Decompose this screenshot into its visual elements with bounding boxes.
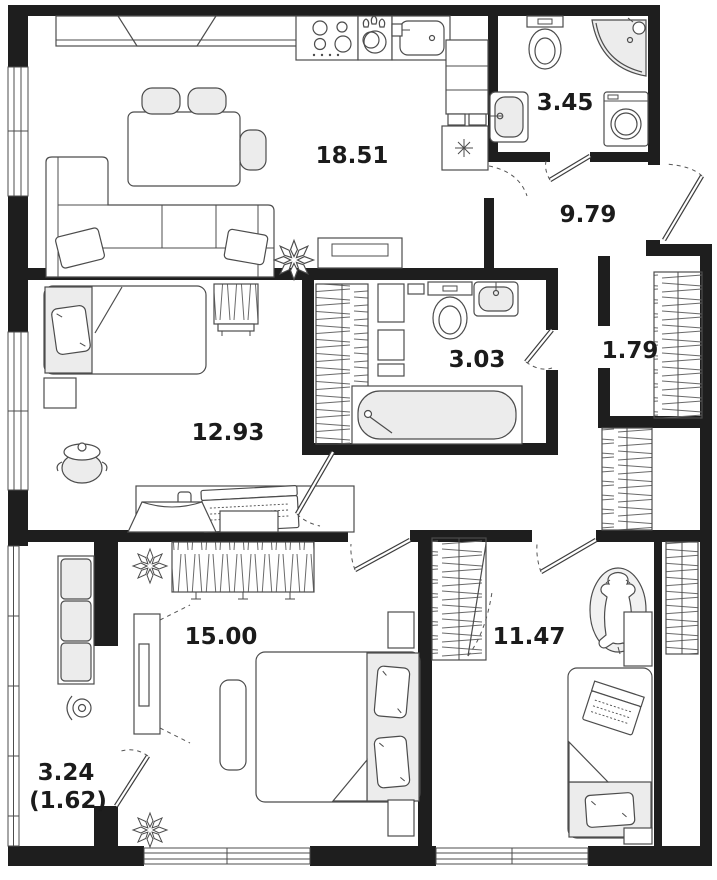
pillow-icon: [584, 792, 636, 828]
bathtub-icon: [351, 385, 523, 445]
plant-icon: [132, 548, 168, 584]
tall-cabinets: [445, 39, 489, 126]
windows: [7, 66, 589, 865]
room-label-bedroom-main: 15.00: [185, 624, 258, 650]
bench-seat-icon: [57, 555, 95, 685]
balcony: [57, 555, 95, 721]
dresser-icon: [213, 283, 259, 336]
laptop-icon: [582, 680, 645, 736]
window-bedroom-left: [7, 331, 29, 491]
kitchen-sink-icon: [391, 15, 451, 61]
room-label-balcony: 3.24: [38, 760, 95, 786]
nightstand-icon: [43, 377, 77, 409]
door-bathroom-top-icon: [545, 154, 592, 182]
wardrobe-icon: [431, 537, 493, 661]
nightstand-bottom-icon: [387, 799, 415, 837]
single-bed-icon: [43, 285, 207, 375]
toilet-icon: [526, 15, 564, 70]
room-labels: 18.51 3.45 9.79 1.79 12.93 3.03 15.00 11…: [29, 90, 658, 814]
entry-door-icon: [662, 163, 704, 242]
room-label-bedroom-left: 12.93: [192, 420, 265, 446]
clothes-rack-icon: [171, 541, 315, 600]
single-bed-icon: [567, 667, 653, 839]
room-label-kitchen-living: 18.51: [316, 143, 389, 169]
kitchen-hood-icon: [116, 15, 218, 47]
nightstand-top-icon: [387, 611, 415, 649]
bench-icon: [219, 679, 247, 771]
head-shelf-icon: [623, 611, 653, 667]
washbasin-icon: [489, 91, 529, 143]
dining-table-icon: [127, 111, 241, 187]
closet-shelving-icon: [665, 541, 699, 655]
refrigerator-icon: [441, 125, 489, 171]
tv-console-icon: [317, 237, 403, 269]
room-label-kids-room: 11.47: [493, 624, 566, 650]
room-label-bathroom-middle: 3.03: [449, 347, 506, 373]
window-living: [7, 66, 29, 197]
doors: [114, 154, 704, 808]
plant-icon: [132, 812, 168, 848]
room-label-wardrobe: 1.79: [602, 338, 659, 364]
cooktop-icon: [295, 15, 359, 61]
washing-machine-icon: [603, 91, 649, 147]
washbasin-icon: [473, 281, 519, 317]
side-table-icon: [219, 510, 279, 533]
kitchen-passage-arc: [488, 165, 528, 197]
room-label-bathroom-top: 3.45: [537, 90, 594, 116]
room-label-balcony-secondary: (1.62): [29, 788, 107, 814]
kids-room: [431, 537, 699, 845]
tv-panel-icon: [133, 604, 191, 744]
bedroom-left: [43, 283, 355, 533]
plant-icon: [273, 239, 315, 281]
door-balcony-icon: [114, 749, 150, 808]
corner-shower-icon: [591, 17, 647, 77]
window-bedroom-main: [143, 847, 311, 865]
bathroom-top: [489, 15, 649, 147]
bathroom-middle: [315, 281, 523, 445]
toilet-icon: [427, 281, 473, 340]
closet-shelving-lower-icon: [601, 427, 653, 531]
window-kids-room: [435, 847, 589, 865]
kitchen-living-room: [45, 15, 489, 281]
door-bathroom-middle-icon: [524, 328, 554, 370]
stool-icon: [66, 695, 92, 721]
door-bedroom-left-icon: [295, 450, 335, 527]
foot-shelf-icon: [623, 827, 653, 845]
room-label-hallway: 9.79: [560, 202, 617, 228]
door-kids-room-icon: [536, 538, 598, 574]
double-bed-icon: [255, 651, 421, 803]
closet-shelving-upper-icon: [653, 271, 703, 419]
wardrobe-niche: [601, 271, 703, 531]
bedroom-main: [132, 541, 421, 848]
armchair-icon: [127, 501, 217, 533]
dish-station-icon: [357, 15, 393, 61]
water-heater-cabinet: [377, 283, 425, 377]
dining-chairs: [141, 87, 267, 171]
corner-sofa-icon: [45, 156, 275, 278]
plant-pot-icon: [56, 442, 108, 484]
balcony-glazing: [7, 545, 20, 847]
door-bedroom-main-icon: [350, 537, 412, 573]
